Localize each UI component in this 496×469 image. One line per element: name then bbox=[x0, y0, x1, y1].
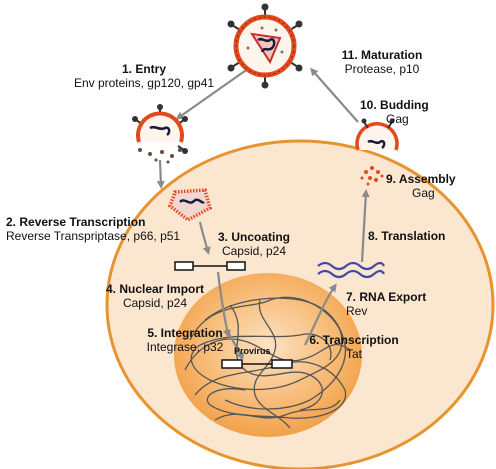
step-5-label: 5. Integration Integrase, p32 bbox=[146, 326, 224, 354]
step-9-label: 9. Assembly Gag bbox=[386, 172, 456, 200]
step-4-label: 4. Nuclear Import Capsid, p24 bbox=[105, 282, 205, 310]
arrow-translation bbox=[360, 189, 370, 263]
provirus-label: Provirus bbox=[234, 346, 271, 356]
step-2-label: 2. Reverse Transcription Reverse Transpr… bbox=[6, 215, 181, 243]
step-10-label: 10. Budding Gag bbox=[360, 98, 429, 126]
step-7-label: 7. RNA Export Rev bbox=[346, 290, 427, 318]
entering-virion bbox=[132, 104, 188, 164]
cycle-arrows bbox=[156, 65, 370, 361]
provirus-dna bbox=[221, 359, 293, 369]
step-8-label: 8. Translation bbox=[368, 229, 446, 243]
budding-virion bbox=[355, 118, 399, 151]
step-3-label: 3. Uncoating Capsid, p24 bbox=[217, 230, 291, 258]
capsid-reverse-transcription bbox=[167, 188, 213, 223]
viral-dna-uncoated bbox=[174, 261, 246, 271]
arrow-maturation bbox=[310, 67, 359, 123]
arrow-to-rt bbox=[156, 159, 165, 189]
viral-mrna bbox=[317, 261, 385, 279]
mature-virion bbox=[227, 3, 303, 89]
step-11-label: 11. Maturation Protease, p10 bbox=[341, 48, 423, 76]
arrow-integration bbox=[227, 331, 245, 361]
arrow-entry bbox=[175, 65, 253, 120]
nucleus bbox=[174, 273, 362, 437]
arrow-rt-to-uncoat bbox=[198, 221, 211, 255]
arrow-transcription bbox=[304, 283, 337, 346]
assembly-particles bbox=[360, 166, 384, 186]
chromatin bbox=[184, 296, 351, 429]
step-1-label: 1. Entry Env proteins, gp120, gp41 bbox=[73, 62, 215, 90]
step-6-label: 6. Transcription Tat bbox=[309, 333, 399, 361]
arrow-uncoat-to-nucleus bbox=[216, 271, 231, 338]
